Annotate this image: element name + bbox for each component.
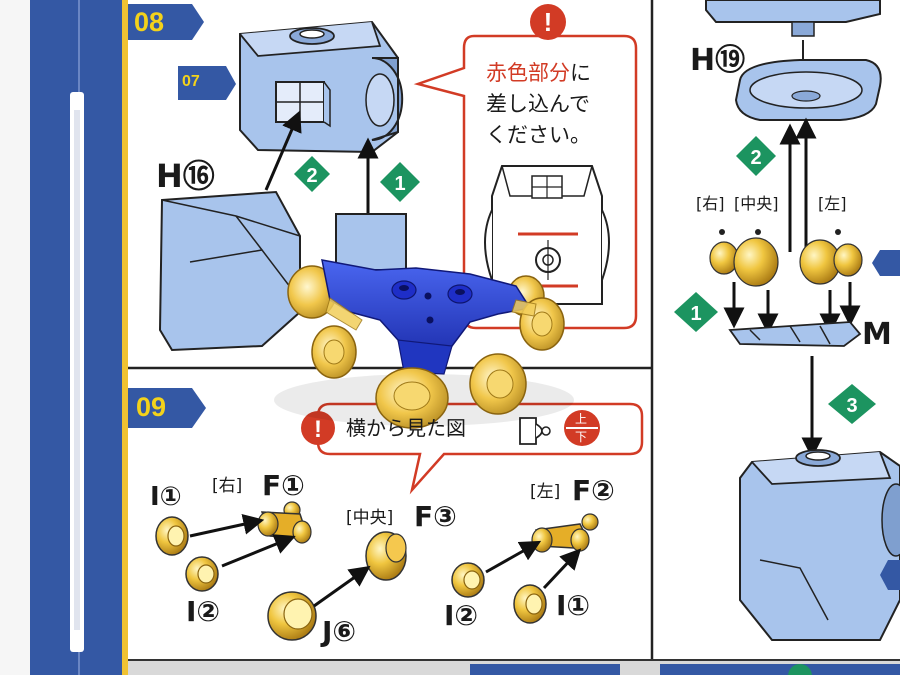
right-badge-3-text: 3 — [846, 395, 857, 417]
part-f3-position: [中央] — [346, 508, 394, 528]
bottom-blue-band-right — [660, 664, 900, 675]
right-badge-3: 3 — [828, 384, 876, 424]
step08-ref-tag-text: 07 — [182, 73, 200, 90]
step08-inner-block — [335, 213, 407, 271]
right-part-h19-shape — [734, 59, 882, 121]
bottom-green-badge — [788, 664, 812, 675]
right-edge-tag — [872, 250, 900, 276]
step08-ref-tag — [178, 66, 236, 100]
arrow-i2-to-f1 — [221, 534, 296, 568]
frame-yellow-edge — [122, 0, 128, 675]
step08-arrow-2 — [264, 110, 302, 191]
bottom-blue-band — [470, 664, 620, 675]
step08-part-h16-shape — [158, 190, 301, 352]
right-edge-tag-2 — [880, 560, 900, 590]
part-i1-left-shape — [155, 516, 189, 556]
caution-line1-rest: に — [570, 61, 591, 85]
right-top-part — [705, 0, 881, 37]
right-pos-right: [右] — [696, 194, 725, 213]
part-label-i2-left: I② — [186, 595, 221, 628]
arrow-j6-to-f3 — [313, 565, 371, 608]
arrow-i1-to-f2 — [542, 548, 582, 590]
part-label-i1-right: I① — [556, 589, 591, 622]
right-badge-2-text: 2 — [750, 147, 761, 169]
part-f1-position: [右] — [212, 476, 243, 496]
part-i2-right-shape — [451, 562, 485, 598]
right-gold-parts — [709, 229, 863, 287]
left-margin — [0, 0, 30, 675]
part-label-h16: H⑯ — [156, 157, 215, 195]
right-badge-1-text: 1 — [690, 303, 701, 325]
caution-inner-drawing — [484, 165, 610, 305]
part-i1-right-shape — [513, 584, 547, 624]
part-label-i2-right: I② — [444, 599, 479, 632]
part-label-f1: F① — [262, 469, 305, 502]
part-label-f3: F③ — [414, 500, 457, 533]
step08-tab — [128, 4, 204, 40]
caution-mark-09: ! — [314, 416, 322, 443]
step08-number: 08 — [134, 7, 165, 37]
direction-top-label: 上 — [575, 412, 588, 426]
part-j6-shape — [267, 591, 317, 641]
right-bottom-part — [739, 449, 900, 641]
arrow-i2-to-f2 — [485, 540, 542, 574]
direction-bottom-label: 下 — [575, 430, 588, 444]
right-pos-center: [中央] — [734, 194, 779, 213]
part-label-m: M — [862, 317, 892, 352]
step09-number: 09 — [136, 392, 167, 422]
blue-frame-part — [321, 259, 532, 367]
physical-part-photo — [274, 259, 574, 429]
part-i2-left-shape — [185, 556, 219, 592]
part-f3-shape — [365, 531, 407, 581]
step08-badge-2-text: 2 — [306, 165, 317, 187]
part-f2-shape — [531, 513, 599, 553]
right-part-m-shape — [728, 321, 862, 347]
part-label-i1-left: I① — [150, 482, 182, 512]
right-badge-1: 1 — [674, 292, 718, 332]
step08-badge-1: 1 — [380, 162, 420, 202]
arrow-i1-to-f1 — [189, 513, 265, 538]
caution-mark-08: ! — [544, 7, 553, 37]
frame-inner-shadow — [74, 110, 80, 630]
part-f1-shape — [257, 501, 312, 544]
part-label-f2: F② — [572, 474, 615, 507]
caution-icon-09 — [301, 411, 335, 445]
right-badge-2: 2 — [736, 136, 776, 176]
step09-tab — [128, 388, 206, 428]
step08-badge-2: 2 — [294, 156, 330, 192]
step08-upper-part — [239, 20, 404, 154]
caution-text-08-line3: ください。 — [486, 123, 591, 147]
caution-red-highlight: 赤色部分 — [486, 61, 570, 85]
caution-icon-08 — [530, 4, 566, 40]
right-pos-left: [左] — [818, 194, 847, 213]
step08-badge-1-text: 1 — [394, 173, 405, 195]
part-label-j6: J⑥ — [322, 615, 357, 648]
caution-text-08-line1: 赤色部分に — [486, 58, 591, 89]
caution-text-08-line2: 差し込んで — [486, 92, 590, 116]
part-label-h19: H⑲ — [690, 43, 746, 78]
side-view-icon — [519, 417, 551, 445]
part-f2-position: [左] — [530, 482, 561, 502]
caution-text-09: 横から見た図 — [346, 416, 466, 440]
